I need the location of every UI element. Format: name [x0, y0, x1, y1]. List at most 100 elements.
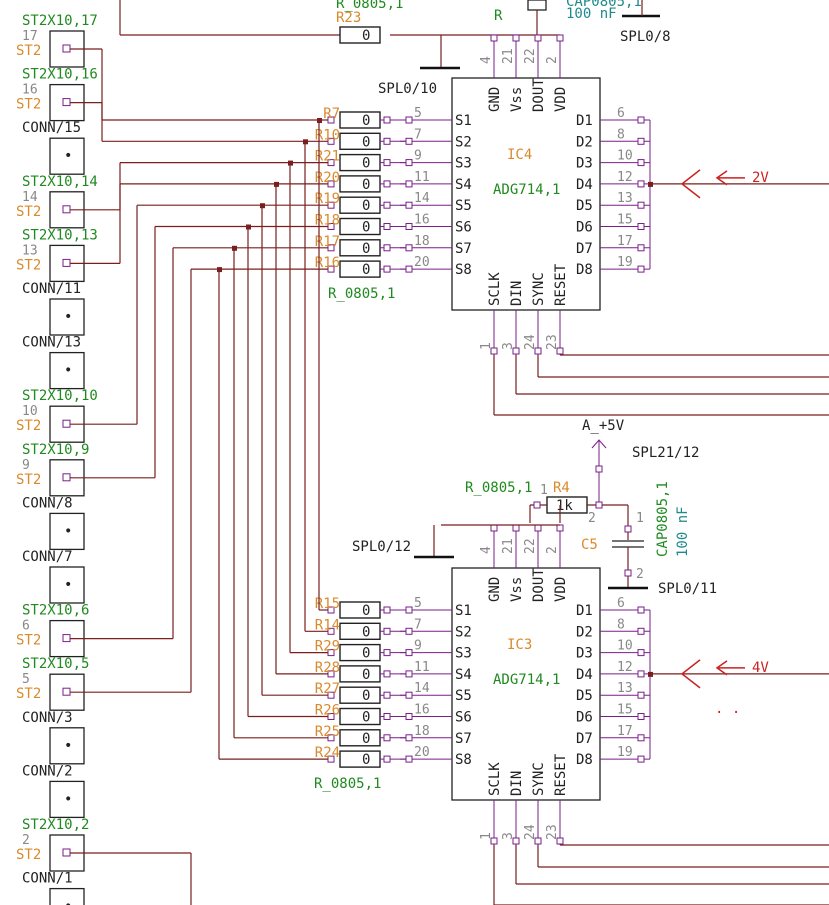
pin-marker[interactable] [383, 713, 391, 720]
pin-marker[interactable] [637, 137, 645, 145]
connector-body[interactable] [49, 727, 85, 765]
pin-marker[interactable] [637, 265, 645, 273]
pin-marker[interactable] [637, 223, 645, 230]
connector-pin-square[interactable] [62, 258, 71, 267]
pin-marker[interactable] [637, 734, 645, 742]
pin-marker[interactable] [490, 34, 498, 42]
connector-pin-square[interactable] [62, 44, 71, 53]
connector-pin-square[interactable] [62, 473, 71, 482]
resistor[interactable] [339, 686, 381, 704]
resistor[interactable] [339, 217, 381, 236]
pin-marker[interactable] [637, 755, 645, 763]
resistor[interactable] [339, 729, 381, 747]
pin-marker[interactable] [405, 649, 413, 657]
pin-marker[interactable] [383, 606, 391, 614]
pin-marker[interactable] [405, 627, 413, 635]
pin-marker[interactable] [405, 180, 413, 188]
pin-marker[interactable] [383, 116, 391, 124]
pin-marker[interactable] [383, 755, 391, 763]
pin-marker[interactable] [637, 649, 645, 657]
pin-marker[interactable] [637, 606, 645, 614]
pin-marker[interactable] [512, 34, 520, 42]
pin-marker[interactable] [405, 137, 413, 145]
pin-marker[interactable] [637, 627, 645, 635]
resistor[interactable] [339, 260, 381, 278]
pin-marker[interactable] [383, 627, 391, 635]
pin-marker[interactable] [556, 837, 564, 845]
resistor[interactable] [339, 196, 381, 214]
pin-marker[interactable] [534, 524, 542, 532]
connector-pin-square[interactable] [62, 205, 71, 214]
connector-body[interactable] [49, 512, 85, 551]
ic4-body[interactable] [451, 77, 601, 311]
pin-marker[interactable] [383, 244, 391, 252]
resistor[interactable] [339, 750, 381, 768]
connector-body[interactable] [49, 780, 85, 819]
pin-marker[interactable] [405, 116, 413, 124]
resistor[interactable] [339, 665, 381, 683]
pin-marker[interactable] [383, 691, 391, 699]
pin-marker[interactable] [556, 347, 564, 355]
resistor[interactable] [339, 153, 381, 172]
pin-marker[interactable] [383, 734, 391, 742]
pin-marker[interactable] [383, 670, 391, 678]
ic3-body[interactable] [451, 567, 601, 801]
resistor-r23[interactable] [339, 26, 381, 44]
pin-marker[interactable] [637, 180, 645, 188]
pin-marker[interactable] [383, 137, 391, 145]
pin-marker[interactable] [405, 244, 413, 252]
pin-marker[interactable] [405, 265, 413, 273]
connector-body[interactable] [49, 351, 85, 390]
resistor[interactable] [339, 111, 381, 129]
connector-pin-square[interactable] [62, 687, 71, 696]
connector-pin-square[interactable] [62, 419, 71, 428]
pin-marker[interactable] [383, 265, 391, 273]
pin-marker[interactable] [405, 670, 413, 678]
connector-pin-square[interactable] [62, 98, 71, 107]
connector-pin-square[interactable] [62, 848, 71, 857]
resistor[interactable] [339, 175, 381, 193]
pin-marker[interactable] [405, 713, 413, 720]
pin-marker[interactable] [405, 606, 413, 614]
resistor[interactable] [339, 643, 381, 662]
pin-marker[interactable] [405, 691, 413, 699]
pin-marker[interactable] [637, 201, 645, 209]
pin-marker[interactable] [512, 524, 520, 532]
pin-marker[interactable] [637, 713, 645, 720]
pin-marker[interactable] [637, 116, 645, 124]
pin-marker[interactable] [383, 180, 391, 188]
connector-body[interactable] [49, 137, 85, 175]
pin-marker[interactable] [556, 34, 564, 42]
pin-marker[interactable] [405, 201, 413, 209]
pin-marker[interactable] [490, 347, 498, 355]
connector-body[interactable] [49, 566, 85, 604]
pin-marker[interactable] [490, 524, 498, 532]
pin-marker[interactable] [637, 691, 645, 699]
pin-marker[interactable] [534, 34, 542, 42]
pin-marker[interactable] [512, 347, 520, 355]
resistor[interactable] [339, 707, 381, 726]
resistor[interactable] [339, 622, 381, 640]
pin-marker[interactable] [383, 649, 391, 657]
pin-marker[interactable] [383, 223, 391, 230]
pin-marker[interactable] [490, 837, 498, 845]
connector-body[interactable] [49, 887, 85, 905]
pin-marker[interactable] [405, 734, 413, 742]
pin-marker[interactable] [383, 159, 391, 167]
connector-body[interactable] [49, 298, 85, 336]
resistor[interactable] [339, 601, 381, 619]
pin-marker[interactable] [405, 223, 413, 230]
pin-marker[interactable] [512, 837, 520, 845]
connector-pin-square[interactable] [62, 634, 71, 643]
resistor[interactable] [339, 132, 381, 151]
pin-marker[interactable] [556, 524, 564, 532]
pin-marker[interactable] [405, 755, 413, 763]
pin-marker[interactable] [405, 159, 413, 167]
pin-marker[interactable] [534, 837, 542, 845]
pin-marker[interactable] [637, 244, 645, 252]
pin-marker[interactable] [534, 347, 542, 355]
pin-marker[interactable] [383, 201, 391, 209]
resistor[interactable] [339, 239, 381, 257]
pin-marker[interactable] [637, 670, 645, 678]
pin-marker[interactable] [637, 159, 645, 167]
